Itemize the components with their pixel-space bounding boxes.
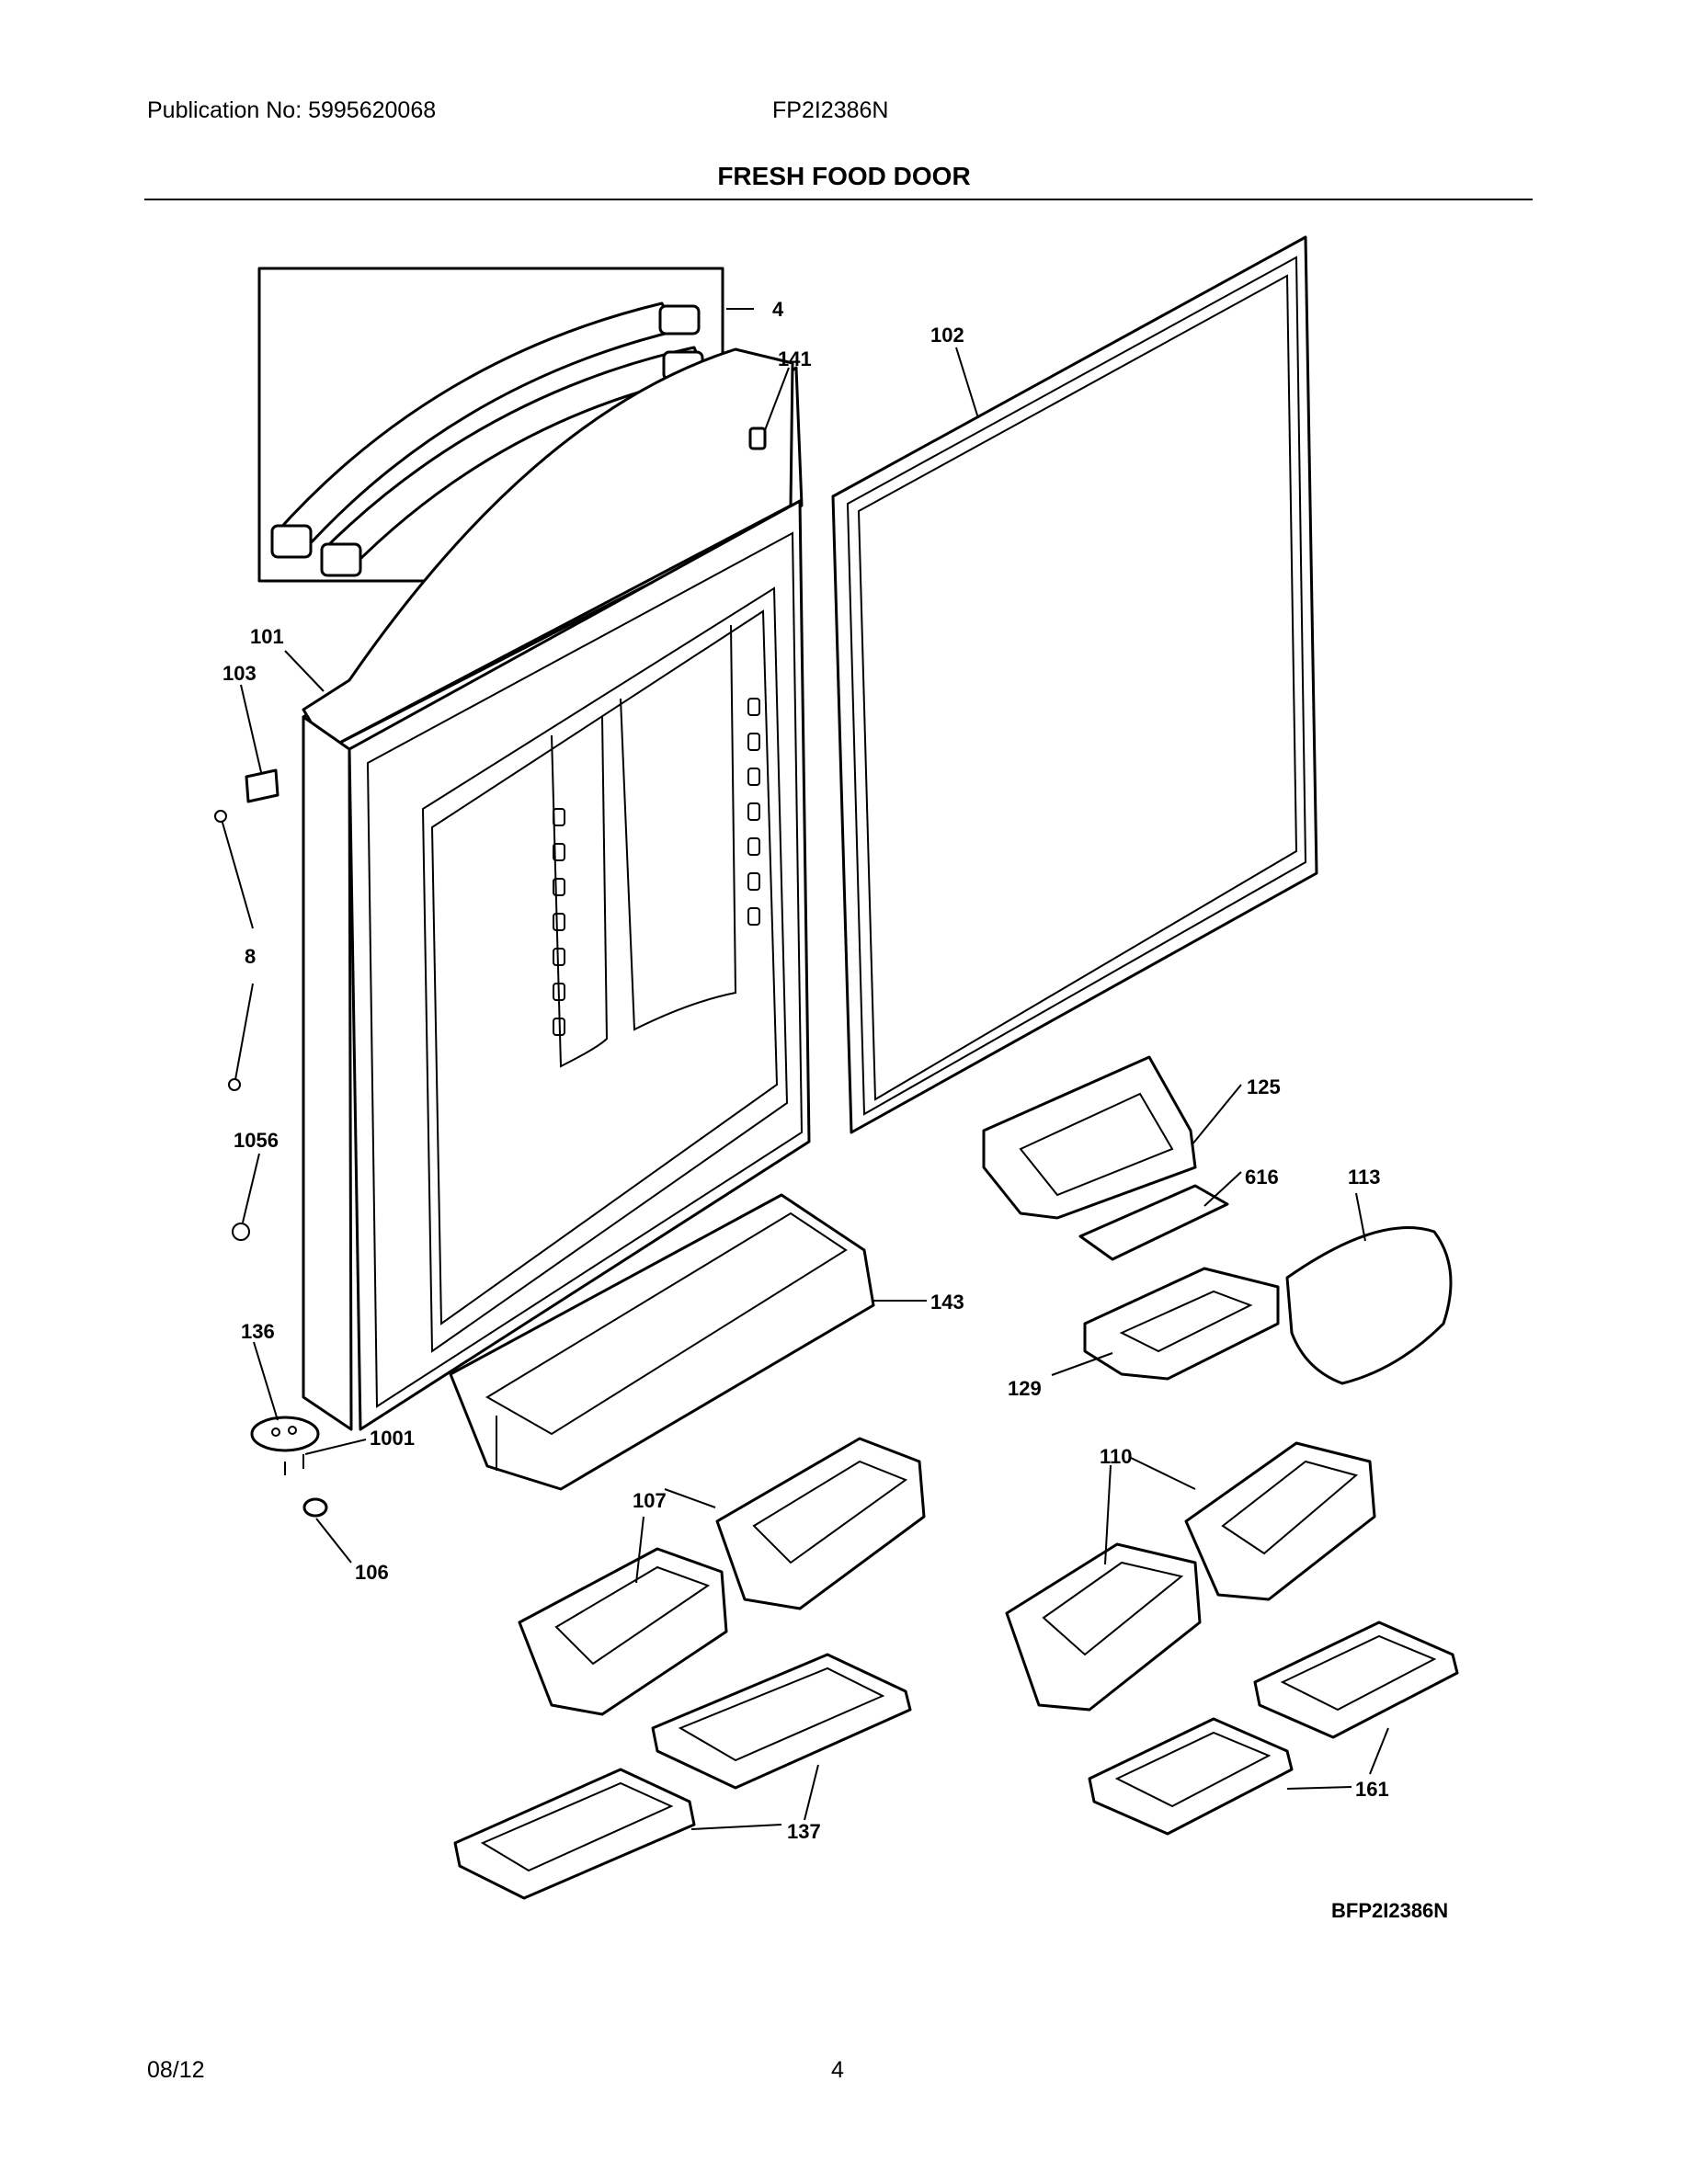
callout-110: 110 [1100,1445,1133,1468]
small-parts [214,427,767,1518]
publication-number: Publication No: 5995620068 [147,97,437,123]
callout-1056: 1056 [234,1129,279,1152]
callout-4: 4 [772,298,784,321]
footer-page-number: 4 [831,2057,844,2083]
hinge-pin-1056 [232,1223,250,1241]
callout-102: 102 [930,324,964,347]
header-rule [144,199,1533,200]
door-bins-110 [1005,1441,1376,1712]
door-bin-125 [982,1055,1197,1220]
callout-143: 143 [930,1291,964,1314]
callout-137: 137 [787,1820,821,1843]
hinge-plate-136 [250,1416,320,1452]
model-number: FP2I2386N [772,97,889,123]
shelf-slots-left [553,808,565,1036]
callout-136: 136 [241,1320,275,1343]
door-gasket [831,235,1318,1134]
callout-107: 107 [633,1489,667,1512]
trays-137 [453,1653,912,1900]
diagram-code: BFP2I2386N [1331,1899,1449,1922]
page-title: FRESH FOOD DOOR [717,162,971,190]
bushing-106 [302,1497,328,1518]
door-liner [302,347,811,1431]
trays-161 [1088,1621,1459,1836]
screw-8-bottom [228,1078,241,1091]
leader-lines [240,308,1389,1830]
callout-106: 106 [355,1561,389,1584]
door-bin-143 [449,1193,875,1491]
tray-129 [1083,1267,1280,1381]
cover-113 [1285,1226,1453,1385]
part-141 [748,427,767,450]
shelf-slots-right [747,698,760,926]
callout-129: 129 [1008,1377,1042,1400]
label-103 [245,768,279,803]
callout-141: 141 [778,347,812,370]
callout-103: 103 [222,662,257,685]
screw-8-top [214,810,227,823]
callout-101: 101 [250,625,284,648]
door-bins-107 [518,1437,926,1716]
callout-1001: 1001 [370,1427,415,1450]
callout-113: 113 [1348,1166,1381,1189]
callout-616: 616 [1245,1166,1279,1189]
callout-161: 161 [1355,1778,1389,1801]
callout-8: 8 [245,945,256,968]
footer-date: 08/12 [147,2057,205,2083]
filter-616 [1078,1184,1229,1261]
callout-125: 125 [1247,1075,1281,1098]
